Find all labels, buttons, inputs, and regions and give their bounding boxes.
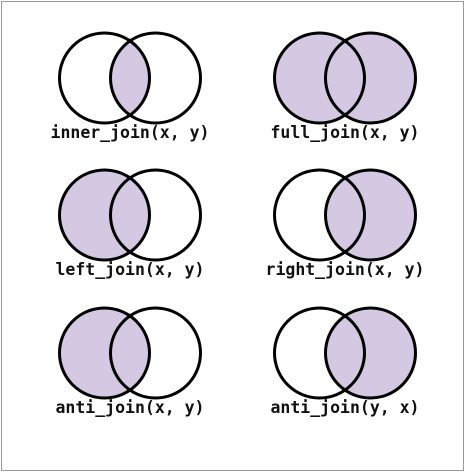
label-inner-join: inner_join(x, y) [51, 123, 210, 142]
shaded-region [325, 307, 416, 398]
circle-x [58, 31, 151, 125]
circle-x [273, 306, 366, 400]
circle-x [273, 31, 366, 125]
label-right-join: right_join(x, y) [266, 260, 425, 279]
join-cell-anti-join-xy: anti_join(x, y) [55, 306, 205, 417]
circle-y [109, 306, 202, 400]
venn-left-join [58, 168, 202, 262]
shaded-right-set [325, 170, 416, 260]
join-cell-left-join: left_join(x, y) [55, 168, 205, 279]
label-anti-join-xy: anti_join(x, y) [55, 398, 204, 417]
venn-right-join [273, 168, 417, 262]
venn-full-join [273, 31, 417, 125]
circle-y [109, 168, 202, 262]
join-cell-inner-join: inner_join(x, y) [51, 31, 210, 142]
shaded-right-set [325, 33, 416, 123]
circle-x [273, 168, 366, 262]
shaded-region [110, 40, 150, 116]
label-anti-join-yx: anti_join(y, x) [270, 398, 419, 417]
circle-y [324, 31, 417, 125]
join-cell-anti-join-yx: anti_join(y, x) [270, 306, 420, 417]
circle-x [58, 306, 151, 400]
shaded-left-set [59, 170, 150, 260]
join-cell-full-join: full_join(x, y) [270, 31, 420, 142]
venn-anti-join-xy [58, 306, 202, 400]
circle-x [58, 168, 151, 262]
venn-inner-join [58, 31, 202, 125]
circle-y [109, 31, 202, 125]
shaded-region [59, 308, 150, 398]
join-cell-right-join: right_join(x, y) [266, 168, 425, 279]
venn-anti-join-yx [273, 306, 417, 400]
circle-y [324, 306, 417, 400]
label-left-join: left_join(x, y) [55, 260, 204, 279]
circle-y [324, 168, 417, 262]
label-full-join: full_join(x, y) [270, 123, 419, 142]
